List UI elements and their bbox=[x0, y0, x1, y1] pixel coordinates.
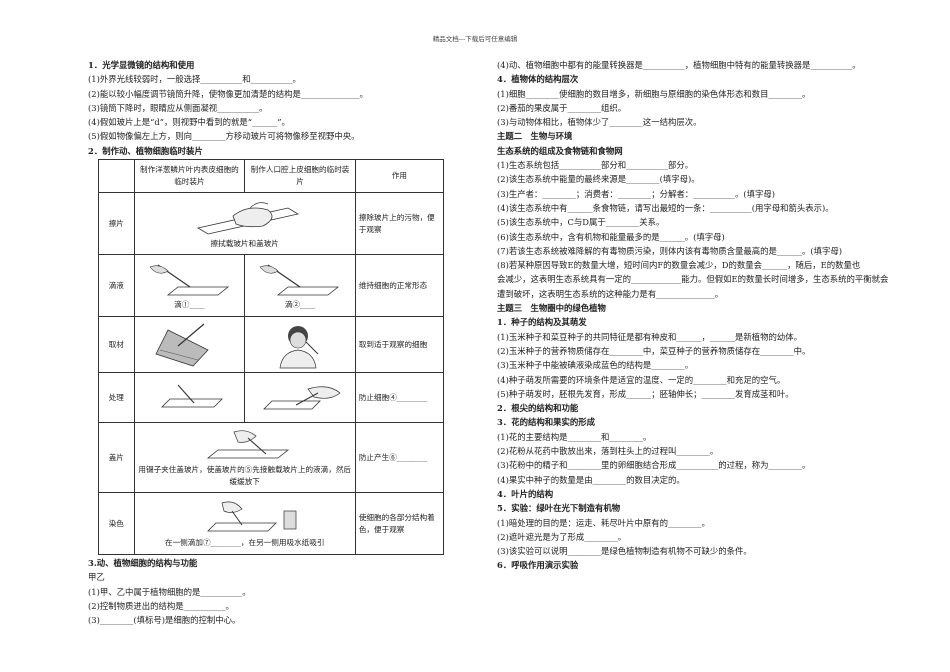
row-label: 擦片 bbox=[98, 192, 135, 256]
question-line: 会减少，这表明生态系统具有一定的____________能力。但假如E的数量长时… bbox=[497, 274, 889, 285]
sample-onion-cell bbox=[133, 316, 246, 374]
row-role: 防止细胞④________ bbox=[354, 372, 445, 424]
question-line: (3)花粉中的精子和________里的卵细胞结合形成__________的过程… bbox=[497, 460, 811, 471]
question-line: (2)花粉从花药中散放出来，落到柱头上的过程叫________。 bbox=[497, 446, 719, 457]
cover-slip-illustration bbox=[206, 429, 289, 458]
right-column: (4)动、植物细胞中都有的能量转换器是__________，植物细胞中特有的能量… bbox=[497, 58, 889, 573]
table-header-row: 制作洋葱鳞片叶内表皮细胞的临时装片 制作人口腔上皮细胞的临时装片 作用 bbox=[98, 159, 445, 194]
section-2-title: 2．制作动、植物细胞临时装片 bbox=[88, 145, 203, 156]
s1-line: (2)能以较小幅度调节镜筒升降，使物像更加清楚的结构是_____________… bbox=[88, 88, 368, 99]
s1-line: (3)镜筒下降时，眼睛应从侧面凝视__________。 bbox=[88, 102, 268, 113]
question-line: (2)玉米种子的营养物质储存在________中，菜豆种子的营养物质储存在___… bbox=[497, 345, 811, 356]
drop-cheek-cell: 滴②____ bbox=[244, 254, 356, 318]
section-1-title: 1．光学显微镜的结构和使用 bbox=[88, 60, 195, 70]
section-heading: 4．植物体的结构层次 bbox=[497, 74, 579, 85]
section-heading: 1．种子的结构及其萌发 bbox=[497, 317, 587, 328]
question-line: (5)种子萌发时，胚根先发育，形成______；胚轴伸长；________发育成… bbox=[497, 388, 794, 399]
header-cheek: 制作人口腔上皮细胞的临时装片 bbox=[244, 159, 356, 194]
section-heading: 5．实验：绿叶在光下制造有机物 bbox=[497, 503, 621, 514]
row-role: 使细胞的各部分结构着色，便于观察 bbox=[354, 492, 445, 556]
cover-caption: 用镊子夹住盖玻片，使盖玻片的⑤先接触载玻片上的液滴，然后缓缓放下 bbox=[138, 464, 352, 486]
s1-line: (4)假如玻片上是“d”，则视野中看到的就是“______”。 bbox=[88, 117, 290, 128]
dropper-illustration bbox=[259, 264, 340, 295]
process-cheek-cell bbox=[244, 372, 356, 424]
wipe-slide-illustration bbox=[196, 201, 299, 235]
drop-caption-a: 滴①____ bbox=[174, 299, 205, 309]
table-row: 滴液 滴①____ 滴②____ 维持细胞的正常形态 bbox=[98, 254, 445, 318]
swab-smear-illustration bbox=[263, 385, 341, 409]
table-row: 擦片 擦拭载玻片和盖玻片 擦除玻片上的污物，便于观察 bbox=[98, 192, 445, 256]
question-line: (2)该生态系统中能量的最终来源是________(填字母)。 bbox=[497, 174, 700, 185]
question-line: (3)生产者：________；消费者：________；分解者：_______… bbox=[497, 188, 776, 199]
stain-caption: 在一侧滴加⑦________，在另一侧用吸水纸吸引 bbox=[164, 537, 325, 547]
section-heading: 4．叶片的结构 bbox=[497, 488, 554, 499]
row-role: 防止产生⑥________ bbox=[354, 422, 445, 494]
question-line: (8)若某种原因导致E的数量大增，短时间内F的数量会减少，D的数量会______… bbox=[497, 260, 861, 271]
question-line: (4)果实中种子的数量是由________的数目决定的。 bbox=[497, 474, 685, 485]
process-onion-cell bbox=[133, 372, 246, 424]
stain-cell: 在一侧滴加⑦________，在另一侧用吸水纸吸引 bbox=[133, 492, 356, 556]
row-label: 盖片 bbox=[98, 422, 135, 494]
section-heading: 主题三 生物圈中的绿色植物 bbox=[497, 303, 606, 314]
section-3-title: 3.动、植物细胞的结构与功能 bbox=[88, 558, 198, 569]
slide-preparation-table: 制作洋葱鳞片叶内表皮细胞的临时装片 制作人口腔上皮细胞的临时装片 作用 擦片 擦… bbox=[98, 159, 445, 556]
table-row: 染色 在一侧滴加⑦________，在另一侧用吸水纸吸引 使细胞的各部分结构着色… bbox=[98, 492, 445, 556]
section-heading: 2．根尖的结构和功能 bbox=[497, 403, 579, 414]
table-row: 处理 防止细胞④________ bbox=[98, 372, 445, 424]
page-header: 精品文档---下载后可任意编辑 bbox=[432, 35, 518, 43]
question-line: (6)该生态系统中，含有机物和能量最多的是______。(填字母) bbox=[497, 231, 725, 242]
left-column: 1．光学显微镜的结构和使用 (1)外界光线较弱时，一般选择__________和… bbox=[88, 58, 458, 628]
s3-line: (1)甲、乙中属于植物细胞的是__________。 bbox=[88, 586, 251, 597]
section-heading: 3．花的结构和果实的形成 bbox=[497, 417, 595, 428]
question-line: 遭到破坏，这表明生态系统的这种能力是有______________。 bbox=[497, 288, 724, 299]
s1-line: (1)外界光线较弱时，一般选择__________和__________。 bbox=[88, 74, 301, 85]
cover-cell: 用镊子夹住盖玻片，使盖玻片的⑤先接触载玻片上的液滴，然后缓缓放下 bbox=[133, 422, 356, 494]
header-role: 作用 bbox=[354, 159, 445, 194]
question-line: (7)若该生态系统被难降解的有毒物质污染，则体内该有毒物质含量最高的是_____… bbox=[497, 245, 843, 256]
row-role: 维持细胞的正常形态 bbox=[354, 254, 445, 318]
person-swab-illustration bbox=[279, 325, 319, 368]
row-role: 取到适于观察的细胞 bbox=[354, 316, 445, 374]
question-line: (1)玉米种子和菜豆种子的共同特征是都有种皮和______，______是新植物… bbox=[497, 331, 802, 342]
question-line: (1)生态系统包括__________部分和__________部分。 bbox=[497, 160, 694, 171]
drop-caption-b: 滴②____ bbox=[284, 299, 316, 309]
question-line: (3)该实验可以说明________是绿色植物制造有机物不可缺少的条件。 bbox=[497, 546, 752, 557]
header-blank bbox=[98, 159, 135, 194]
table-row: 取材 取到适于观察的细胞 bbox=[98, 316, 445, 374]
question-line: (2)遮叶遮光是为了形成________。 bbox=[497, 531, 627, 542]
question-line: (4)动、植物细胞中都有的能量转换器是__________，植物细胞中特有的能量… bbox=[497, 60, 861, 70]
table-row: 盖片 用镊子夹住盖玻片，使盖玻片的⑤先接触载玻片上的液滴，然后缓缓放下 防止产生… bbox=[98, 422, 445, 494]
sample-cheek-cell bbox=[244, 316, 356, 374]
section-heading: 6．呼吸作用演示实验 bbox=[497, 560, 579, 571]
question-line: (2)番茄的果皮属于________组织。 bbox=[497, 102, 627, 113]
row-role: 擦除玻片上的污物，便于观察 bbox=[354, 192, 445, 256]
question-line: (3)玉米种子中能被碘液染成蓝色的结构是________。 bbox=[497, 360, 694, 371]
question-line: (3)与动物体相比，植物体少了________这一结构层次。 bbox=[497, 117, 702, 128]
question-line: (4)该生态系统中有______条食物链，请写出最短的一条：__________… bbox=[497, 202, 834, 213]
question-line: (4)种子萌发所需要的环境条件是适宜的温度、一定的________和充足的空气。 bbox=[497, 374, 786, 385]
drop-onion-cell: 滴①____ bbox=[133, 254, 246, 318]
onion-peel-illustration bbox=[155, 323, 209, 367]
wipe-cell: 擦拭载玻片和盖玻片 bbox=[133, 192, 356, 256]
s1-line: (5)假如物像偏左上方，则向________方移动玻片可将物像移至视野中央。 bbox=[88, 131, 360, 142]
s3-line: (2)控制物质进出的结构是__________。 bbox=[88, 600, 234, 611]
s3-line: (3)________(填标号)是细胞的控制中心。 bbox=[88, 615, 241, 626]
dropper-illustration bbox=[149, 264, 229, 295]
row-label: 取材 bbox=[98, 316, 135, 374]
question-line: (5)该生态系统中，C与D属于________关系。 bbox=[497, 217, 665, 228]
question-line: (1)细胞________使细胞的数目增多，新细胞与原细胞的染色体形态和数目__… bbox=[497, 88, 811, 99]
staining-illustration bbox=[206, 501, 296, 531]
row-label: 处理 bbox=[98, 372, 135, 424]
question-line: (1)暗处理的目的是：运走、耗尽叶片中原有的________。 bbox=[497, 517, 710, 528]
wipe-caption: 擦拭载玻片和盖玻片 bbox=[210, 238, 279, 248]
question-line: (1)花的主要结构是________和________。 bbox=[497, 431, 652, 442]
row-label: 染色 bbox=[98, 492, 135, 556]
section-heading: 生态系统的组成及食物链和食物网 bbox=[497, 145, 623, 156]
section-heading: 主题二 生物与环境 bbox=[497, 131, 573, 142]
row-label: 滴液 bbox=[98, 254, 135, 318]
s3-line: 甲乙 bbox=[88, 572, 105, 583]
slide-spread-illustration bbox=[160, 384, 223, 407]
header-onion: 制作洋葱鳞片叶内表皮细胞的临时装片 bbox=[133, 159, 246, 194]
